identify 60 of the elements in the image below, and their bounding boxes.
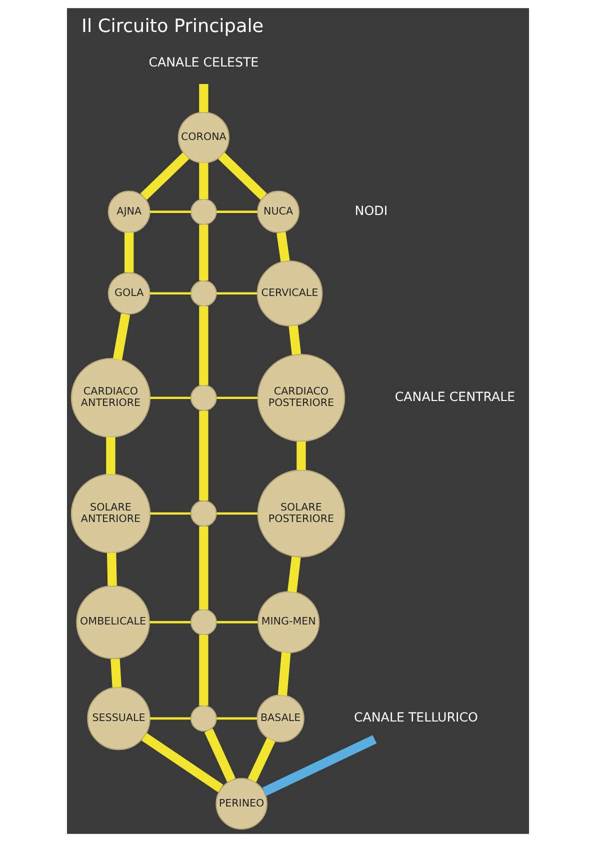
label: NODI [354,203,388,218]
connector [296,442,306,470]
node-circle [190,384,216,412]
diagram-title: Il Circuito Principale [81,16,264,37]
connector [216,396,258,399]
connector [218,152,266,200]
node-text: CANALE CELESTE [148,54,258,70]
connector [247,738,275,782]
node-circle: BASALE [256,694,304,742]
connector [216,292,257,295]
connector [287,556,300,592]
node-circle: SESSUALE [86,686,150,750]
node-circle [190,609,216,636]
connector [149,512,190,515]
connector [288,325,301,355]
connector [198,306,208,386]
connector [106,437,115,474]
connector [262,735,376,796]
connector [198,634,208,706]
node-text: CANALE TELLURICO [353,710,478,725]
connector [149,717,190,720]
connector [149,210,191,213]
connector [198,162,208,200]
connector [106,552,116,586]
connector [149,396,190,399]
node-circle: CARDIACO ANTERIORE [70,358,150,438]
node-circle: OMBELICALE [76,585,150,660]
connector [198,526,208,610]
connector [216,210,258,213]
node-circle: CARDIACO POSTERIORE [256,354,345,442]
node-circle [190,280,216,307]
connector [204,728,235,782]
connector [112,313,130,360]
node-circle: PERINEO [215,778,267,830]
connector [141,732,223,792]
connector [277,652,290,696]
connector [198,84,208,112]
connector [216,621,258,624]
connector [140,152,189,200]
connector [110,658,122,688]
label: CANALE CENTRALE [394,389,515,404]
connector [216,717,257,720]
node-circle: CORONA [177,112,229,164]
connector [198,224,208,280]
node-circle [190,500,216,527]
node-circle: MING-MEN [257,591,320,654]
node-circle: SOLARE ANTERIORE [70,474,150,554]
node-circle: AJNA [107,190,150,234]
node-circle [190,198,216,225]
node-circle: NUCA [256,190,299,234]
connector [149,292,191,295]
node-circle: SOLARE POSTERIORE [256,470,345,558]
node-circle: GOLA [107,272,150,315]
node-circle [190,705,216,732]
connector [149,621,190,624]
node-circle: CERVICALE [256,260,322,326]
connector [198,410,208,501]
connector [124,232,134,272]
connector [216,512,258,515]
connector [276,232,290,262]
